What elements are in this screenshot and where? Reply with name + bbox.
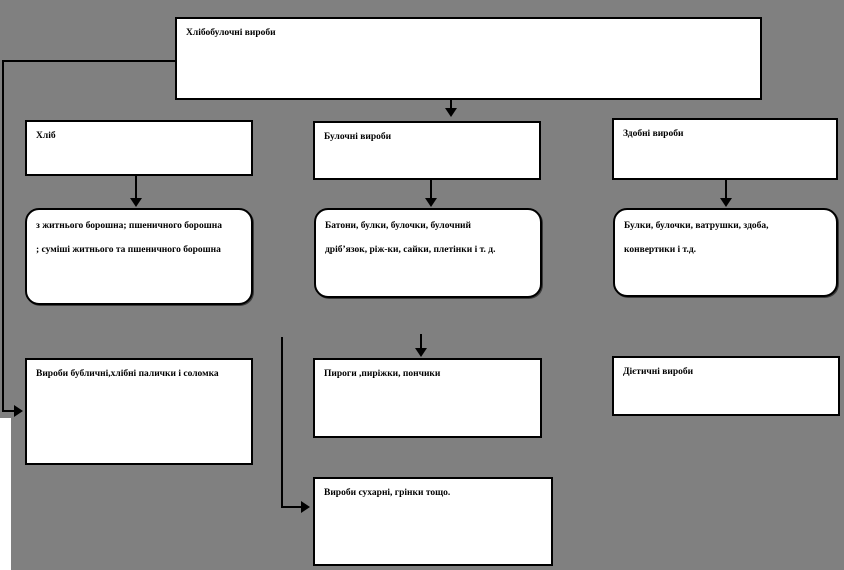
line-segment	[2, 60, 4, 412]
box-bulochni: Булочні вироби	[313, 121, 541, 180]
text-line: конвертики і т.д.	[624, 245, 697, 255]
line-segment	[725, 180, 727, 199]
box-hlib-types-label: з житнього борошна; пшеничного борошна ;…	[27, 210, 251, 262]
box-root-label: Хлібобулочні вироби	[186, 28, 276, 38]
text-line: Батони, булки, булочки, булочний	[325, 221, 472, 231]
box-suharni: Вироби сухарні, грінки тощо.	[313, 477, 553, 566]
box-pyrohy-label: Пироги ,пиріжки, пончики	[324, 369, 441, 379]
box-bublychni: Вироби бубличні,хлібні палички і соломка	[25, 358, 253, 465]
text-line: Булки, булочки, ватрушки, здоба,	[624, 221, 769, 231]
line-segment	[2, 410, 16, 412]
line-segment	[2, 60, 175, 62]
arrowhead-down-icon	[415, 348, 427, 357]
box-zdobni-types-label: Булки, булочки, ватрушки, здоба, конверт…	[615, 210, 836, 262]
line-segment	[281, 337, 283, 508]
box-zdobni: Здобні вироби	[612, 118, 838, 180]
box-hlib-types: з житнього борошна; пшеничного борошна ;…	[25, 208, 253, 305]
box-pyrohy: Пироги ,пиріжки, пончики	[313, 358, 542, 438]
box-suharni-label: Вироби сухарні, грінки тощо.	[324, 488, 451, 498]
text-line: ; суміші житнього та пшеничного борошна	[36, 245, 221, 255]
line-segment	[135, 176, 137, 199]
line-segment	[430, 180, 432, 199]
arrowhead-right-icon	[301, 501, 310, 513]
arrowhead-down-icon	[130, 198, 142, 207]
box-bublychni-label: Вироби бубличні,хлібні палички і соломка	[36, 369, 219, 379]
box-zdobni-label: Здобні вироби	[623, 129, 684, 139]
box-hlib: Хліб	[25, 120, 253, 176]
box-bulochni-types: Батони, булки, булочки, булочний дріб’яз…	[314, 208, 542, 298]
arrowhead-down-icon	[445, 108, 457, 117]
box-hlib-label: Хліб	[36, 131, 56, 141]
box-bulochni-label: Булочні вироби	[324, 132, 392, 142]
box-dietychni: Дієтичні вироби	[612, 356, 840, 416]
box-bulochni-types-label: Батони, булки, булочки, булочний дріб’яз…	[316, 210, 540, 262]
text-line: дріб’язок, ріж-ки, сайки, плетінки і т. …	[325, 245, 496, 255]
box-root: Хлібобулочні вироби	[175, 17, 762, 100]
box-zdobni-types: Булки, булочки, ватрушки, здоба, конверт…	[613, 208, 838, 297]
page-edge-sliver	[0, 418, 11, 570]
arrowhead-down-icon	[425, 198, 437, 207]
line-segment	[281, 506, 302, 508]
line-segment	[420, 334, 422, 349]
text-line: з житнього борошна; пшеничного борошна	[36, 221, 222, 231]
box-dietychni-label: Дієтичні вироби	[623, 367, 694, 377]
arrowhead-right-icon	[14, 405, 23, 417]
arrowhead-down-icon	[720, 198, 732, 207]
line-segment	[450, 100, 452, 111]
